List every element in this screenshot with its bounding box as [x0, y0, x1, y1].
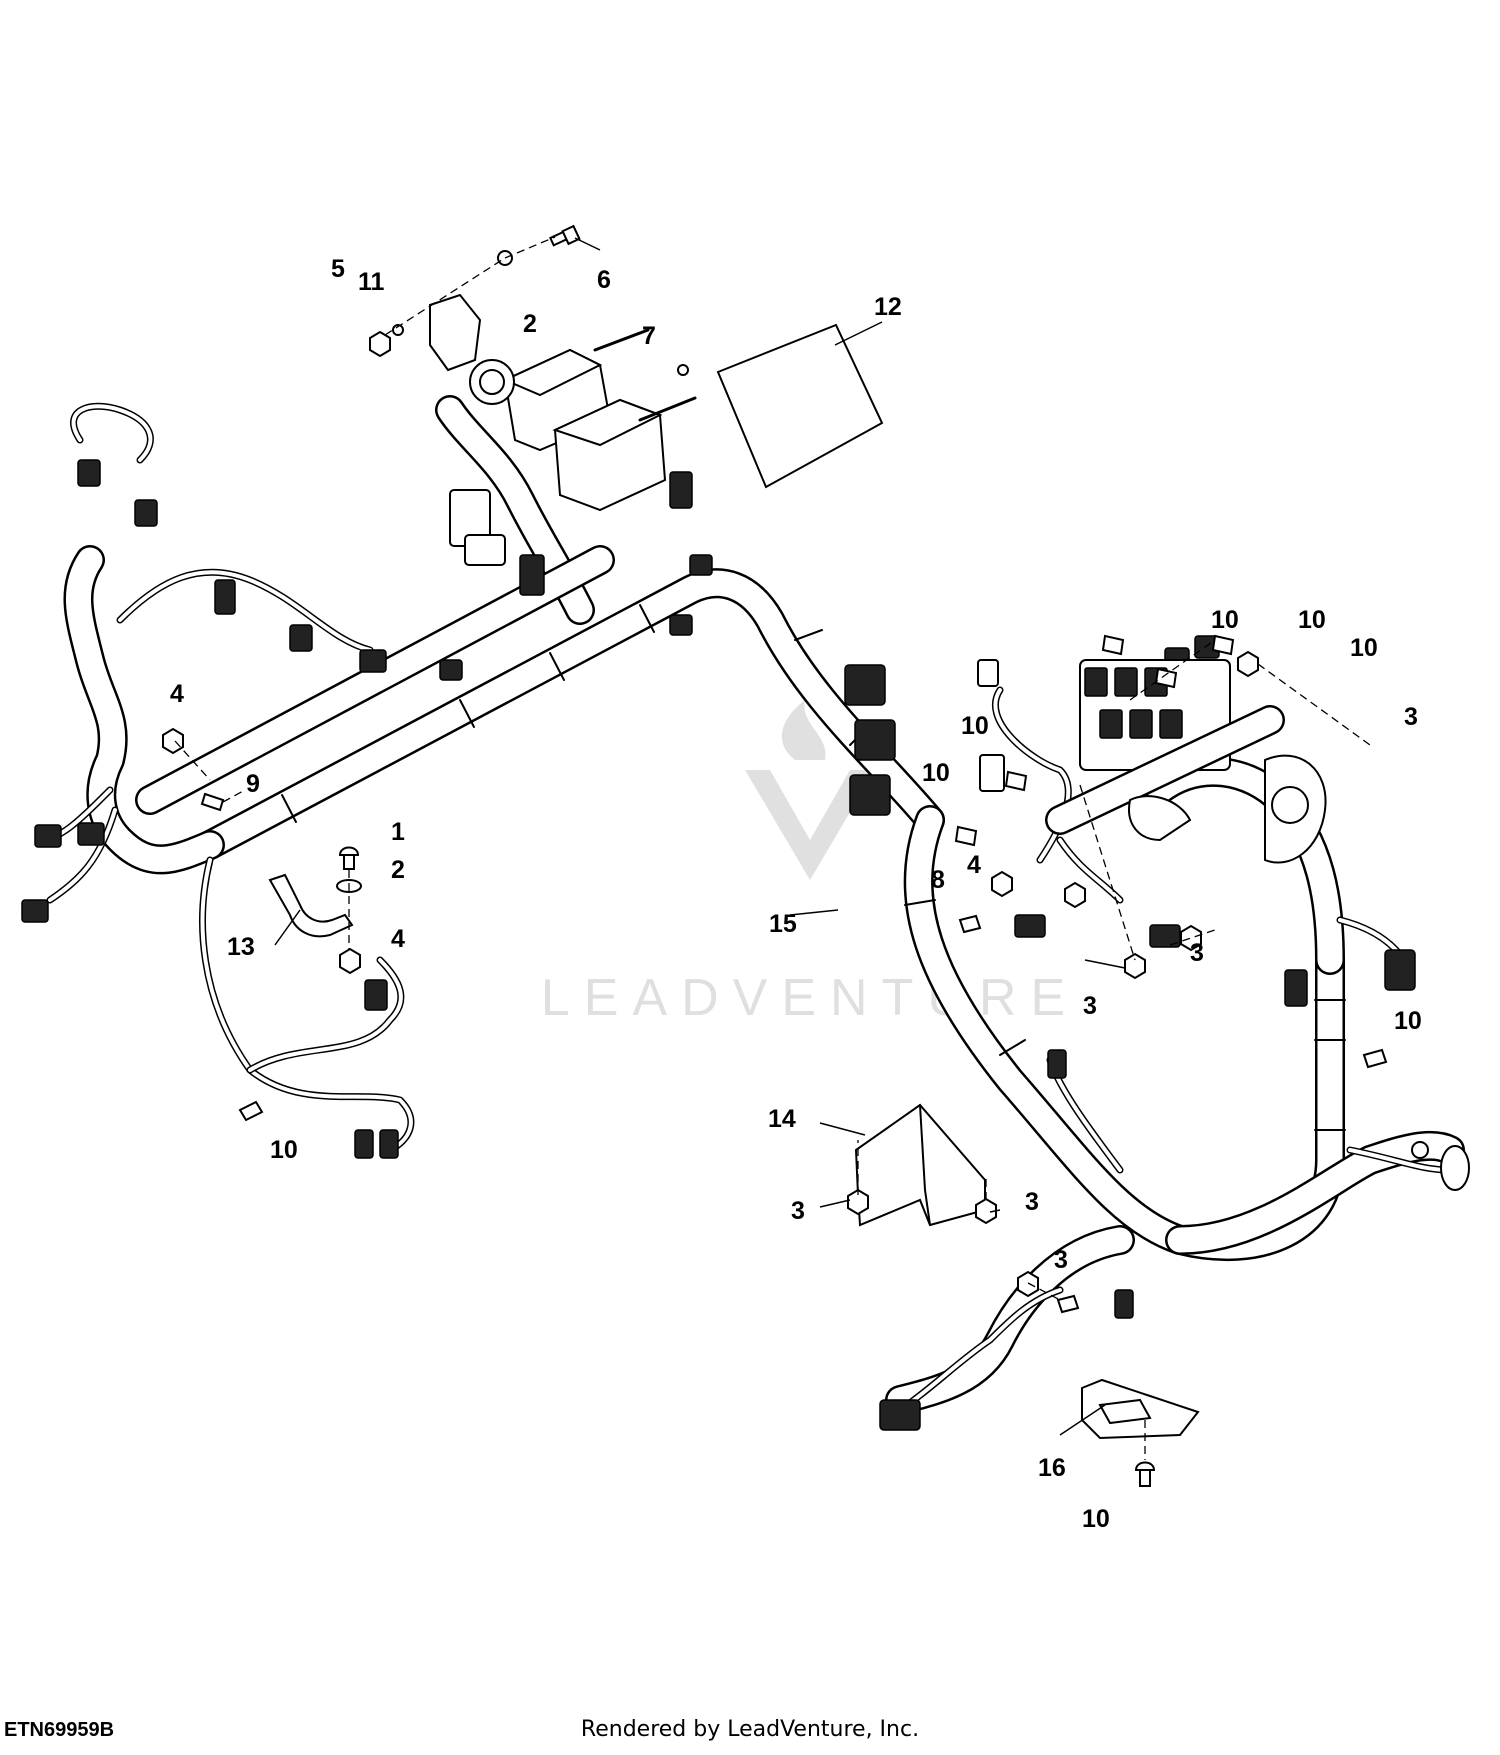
bracket-part-13 [854, 1103, 986, 1227]
callout-5: 5 [331, 255, 345, 283]
figure-id: ETN69959B [4, 1719, 115, 1741]
callout-6: 6 [597, 266, 611, 294]
callout-10: 10 [270, 1136, 298, 1164]
callout-14: 13 [227, 933, 255, 961]
callout-13: 14 [768, 1105, 796, 1133]
bracket-part-16 [1081, 1378, 1200, 1440]
main-harness [63, 395, 1465, 1415]
callout-3: 3 [1404, 703, 1418, 731]
leader-lines [274, 237, 1126, 1436]
callout-15: 15 [769, 910, 797, 938]
callout-10: 10 [961, 712, 989, 740]
control-modules [429, 293, 667, 596]
callout-11: 11 [358, 268, 385, 296]
callout-10: 10 [1082, 1505, 1110, 1533]
callout-4: 4 [391, 925, 405, 953]
callout-3: 3 [1190, 939, 1204, 967]
fasteners [162, 224, 1388, 1487]
callout-12: 12 [874, 293, 902, 321]
callout-10: 10 [1394, 1007, 1422, 1035]
callout-7: 7 [642, 322, 656, 350]
callout-2: 2 [391, 856, 405, 884]
render-credit: Rendered by LeadVenture, Inc. [580, 1717, 920, 1742]
bolt-part-6 [549, 224, 581, 247]
bracket-part-14 [268, 873, 354, 938]
junction-cluster [1045, 659, 1327, 864]
callout-3: 3 [1054, 1246, 1068, 1274]
callout-2: 2 [523, 310, 537, 338]
leadventure-watermark: LEADVENTURE [541, 700, 1079, 1027]
callout-10: 10 [922, 759, 950, 787]
watermark-text: LEADVENTURE [541, 969, 1079, 1027]
callout-1: 1 [391, 818, 405, 846]
callout-labels: 5 11 2 6 7 12 4 9 1 2 4 13 10 10 10 10 3… [170, 255, 1422, 1533]
callout-9: 9 [246, 770, 260, 798]
decal-part-12 [716, 323, 884, 489]
callout-4: 4 [170, 680, 184, 708]
callout-10: 10 [1298, 606, 1326, 634]
callout-3: 3 [1025, 1188, 1039, 1216]
callout-3: 3 [791, 1197, 805, 1225]
callout-16: 16 [1038, 1454, 1066, 1482]
callout-4: 4 [967, 851, 981, 879]
callout-10: 10 [1350, 634, 1378, 662]
callout-8: 8 [931, 866, 945, 894]
callout-3: 3 [1083, 992, 1097, 1020]
assembly-lines [174, 236, 1371, 1460]
callout-10: 10 [1211, 606, 1239, 634]
